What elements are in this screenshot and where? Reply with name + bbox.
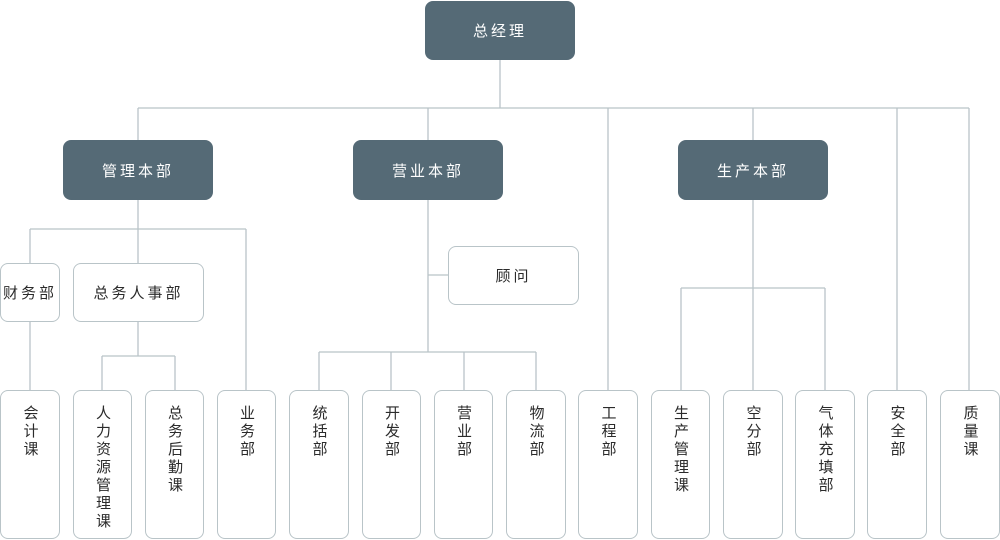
node-sales-division[interactable]: 营业本部: [353, 140, 503, 200]
node-label: 总经理: [472, 22, 527, 40]
node-production-management-section[interactable]: 生产管理课: [651, 390, 710, 539]
node-label: 工程部: [599, 405, 618, 459]
node-logistics-support-section[interactable]: 总务后勤课: [145, 390, 204, 539]
node-label: 业务部: [238, 405, 256, 459]
node-label: 营业本部: [391, 161, 464, 180]
node-label: 营业部: [455, 405, 473, 459]
node-management-division[interactable]: 管理本部: [63, 140, 213, 200]
node-label: 总务后勤课: [166, 405, 184, 495]
node-label: 安全部: [888, 405, 907, 459]
node-label: 质量课: [961, 405, 980, 459]
node-label: 气体充填部: [816, 405, 835, 495]
node-label: 空分部: [744, 405, 763, 459]
node-advisor[interactable]: 顾问: [448, 246, 579, 305]
node-air-separation-dept[interactable]: 空分部: [723, 390, 783, 539]
node-general-affairs-hr-dept[interactable]: 总务人事部: [73, 263, 204, 322]
node-label: 管理本部: [101, 161, 174, 180]
node-label: 生产管理课: [672, 405, 690, 495]
node-distribution-dept[interactable]: 物流部: [506, 390, 566, 539]
node-label: 开发部: [383, 405, 401, 459]
node-coordination-dept[interactable]: 统括部: [289, 390, 349, 539]
node-finance-dept[interactable]: 财务部: [0, 263, 60, 322]
node-business-dept[interactable]: 业务部: [217, 390, 276, 539]
node-label: 会计课: [21, 405, 40, 459]
node-label: 人力资源管理课: [94, 405, 112, 531]
node-general-manager[interactable]: 总经理: [425, 1, 575, 60]
node-hr-management-section[interactable]: 人力资源管理课: [73, 390, 132, 539]
node-quality-section[interactable]: 质量课: [940, 390, 1000, 539]
node-label: 统括部: [310, 405, 329, 459]
node-engineering-dept[interactable]: 工程部: [578, 390, 638, 539]
node-accounting-section[interactable]: 会计课: [0, 390, 60, 539]
node-safety-dept[interactable]: 安全部: [867, 390, 927, 539]
node-label: 顾问: [495, 267, 532, 285]
node-label: 生产本部: [716, 161, 789, 180]
node-production-division[interactable]: 生产本部: [678, 140, 828, 200]
node-gas-filling-dept[interactable]: 气体充填部: [795, 390, 855, 539]
node-label: 财务部: [2, 284, 57, 302]
node-label: 总务人事部: [93, 284, 184, 302]
node-development-dept[interactable]: 开发部: [362, 390, 421, 539]
node-label: 物流部: [527, 405, 546, 459]
node-sales-dept[interactable]: 营业部: [434, 390, 493, 539]
